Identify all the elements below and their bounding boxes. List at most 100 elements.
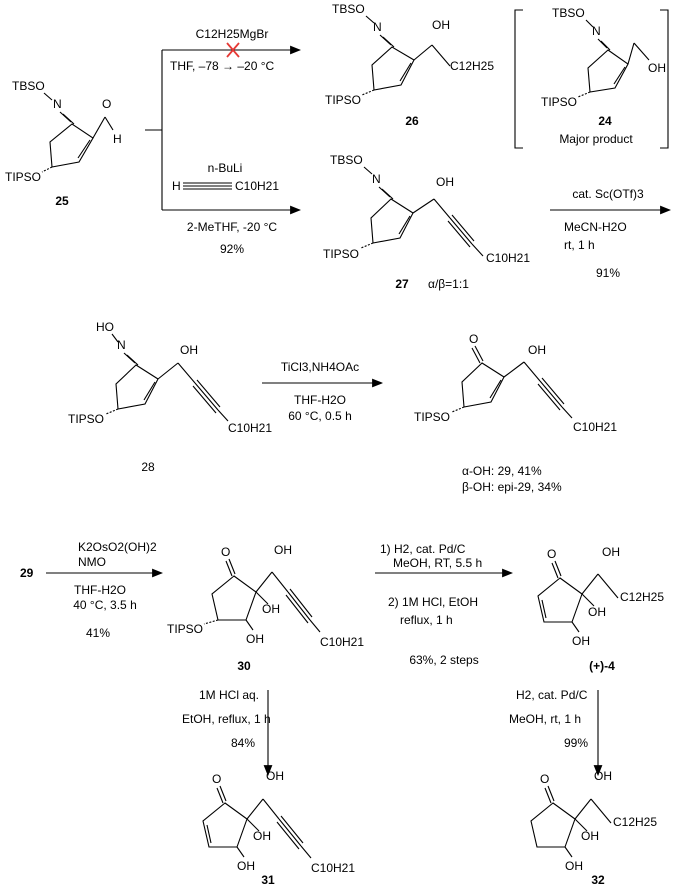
oh-label: OH [432, 18, 450, 32]
hon-label: HO [96, 320, 114, 334]
n-label: N [373, 20, 382, 34]
oh-label: OH [648, 61, 666, 75]
r4-cond1: THF-H2O [294, 393, 346, 407]
c10h21-label: C10H21 [486, 251, 530, 265]
compound-29-beta: β-OH: epi-29, 34% [462, 480, 562, 494]
oh-label: OH [528, 343, 546, 357]
compound-27: TBSO N OH C10H21 TIPSO 27 α/β=1:1 [323, 153, 530, 291]
tipso-label: TIPSO [167, 622, 203, 636]
r2-yield: 92% [220, 242, 244, 256]
r4-reagent: TiCl3,NH4OAc [281, 360, 359, 374]
major-product-note: Major product [559, 132, 633, 146]
c10h21-label: C10H21 [573, 420, 617, 434]
r2-alkyne-h: H [172, 179, 181, 193]
tbso-label: TBSO [552, 6, 585, 20]
tbso-label: TBSO [330, 153, 363, 167]
r6-yield: 63%, 2 steps [409, 653, 478, 667]
compound-30: O OH C10H21 OH OH TIPSO 30 [167, 543, 364, 673]
oh-label: OH [180, 343, 198, 357]
r8-cond2: MeOH, rt, 1 h [509, 712, 581, 726]
oh-label-3: OH [565, 859, 583, 873]
tipso-label: TIPSO [5, 170, 41, 184]
oh-label-2: OH [581, 829, 599, 843]
r6-step2a: 2) 1M HCl, EtOH [388, 595, 478, 609]
r6-step1b: MeOH, RT, 5.5 h [393, 556, 482, 570]
oh-label-2: OH [588, 605, 606, 619]
tipso-label: TIPSO [541, 95, 577, 109]
oh-label: OH [602, 545, 620, 559]
c10h21-label: C10H21 [228, 421, 272, 435]
aldehyde-o-label: O [102, 97, 111, 111]
n-label: N [592, 24, 601, 38]
oh-label-2: OH [262, 602, 280, 616]
tipso-label: TIPSO [323, 247, 359, 261]
ketone-o-label: O [212, 772, 221, 786]
oh-label: OH [266, 769, 284, 783]
ketone-o-label: O [469, 332, 478, 346]
tipso-label: TIPSO [414, 410, 450, 424]
compound-29-start-label: 29 [20, 566, 34, 580]
compound-27-label: 27 [395, 277, 409, 291]
ketone-o-label: O [540, 772, 549, 786]
n-label: N [117, 338, 126, 352]
c12h25-label: C12H25 [620, 590, 664, 604]
r1-conditions: THF, –78 → –20 °C [170, 59, 275, 73]
compound-25: TBSO N O H TIPSO 25 [5, 79, 122, 208]
failed-reaction-cross-icon [226, 42, 240, 58]
r5-yield: 41% [86, 626, 110, 640]
r2-conditions: 2-MeTHF, -20 °C [187, 220, 277, 234]
r3-cond1: MeCN-H2O [564, 220, 627, 234]
oh-label: OH [274, 543, 292, 557]
c12h25-label: C12H25 [613, 815, 657, 829]
n-label: N [372, 172, 381, 186]
r5-cond1: THF-H2O [74, 583, 126, 597]
r3-cond2: rt, 1 h [564, 238, 595, 252]
compound-24-label: 24 [598, 114, 612, 128]
r7-cond1: 1M HCl aq. [199, 688, 259, 702]
compound-4: O OH C12H25 OH OH (+)-4 [537, 545, 664, 673]
oh-label-3: OH [572, 634, 590, 648]
compound-27-ratio: α/β=1:1 [428, 277, 469, 291]
tipso-label: TIPSO [68, 412, 104, 426]
compound-32: O OH C12H25 OH OH 32 [530, 769, 657, 886]
r1-reagent: C12H25MgBr [196, 27, 269, 41]
c10h21-label: C10H21 [320, 635, 364, 649]
compound-31-label: 31 [261, 873, 275, 886]
c12h25-label: C12H25 [450, 59, 494, 73]
compound-28: HO N OH C10H21 TIPSO 28 [68, 320, 272, 474]
r2-reagent: n-BuLi [208, 161, 243, 175]
n-label: N [53, 97, 62, 111]
compound-26-label: 26 [405, 114, 419, 128]
ketone-o-label: O [221, 545, 230, 559]
compound-28-label: 28 [141, 460, 155, 474]
tbso-label: TBSO [12, 79, 45, 93]
ketone-o-label: O [547, 547, 556, 561]
r5-reagent1: K2OsO2(OH)2 [78, 540, 157, 554]
tbso-label: TBSO [332, 2, 365, 16]
r3-reagent: cat. Sc(OTf)3 [572, 187, 644, 201]
oh-label: OH [436, 175, 454, 189]
compound-4-label: (+)-4 [589, 659, 615, 673]
compound-29: O OH C10H21 TIPSO α-OH: 29, 41% β-OH: ep… [414, 332, 617, 494]
r7-yield: 84% [231, 736, 255, 750]
aldehyde-h-label: H [113, 132, 122, 146]
compound-25-label: 25 [55, 194, 69, 208]
r5-reagent2: NMO [78, 555, 106, 569]
oh-label-3: OH [237, 859, 255, 873]
compound-29-alpha: α-OH: 29, 41% [462, 464, 542, 478]
c10h21-label: C10H21 [311, 861, 355, 875]
compound-26: TBSO N OH C12H25 TIPSO 26 [325, 2, 494, 128]
oh-label: OH [594, 769, 612, 783]
r8-yield: 99% [564, 736, 588, 750]
r2-alkyne-r: C10H21 [235, 179, 279, 193]
r6-step2b: reflux, 1 h [400, 613, 453, 627]
oh-label-3: OH [246, 632, 264, 646]
r3-yield: 91% [596, 266, 620, 280]
r5-cond2: 40 °C, 3.5 h [73, 598, 137, 612]
oh-label-2: OH [253, 829, 271, 843]
r7-cond2: EtOH, reflux, 1 h [182, 712, 271, 726]
compound-30-label: 30 [237, 659, 251, 673]
tipso-label: TIPSO [325, 93, 361, 107]
